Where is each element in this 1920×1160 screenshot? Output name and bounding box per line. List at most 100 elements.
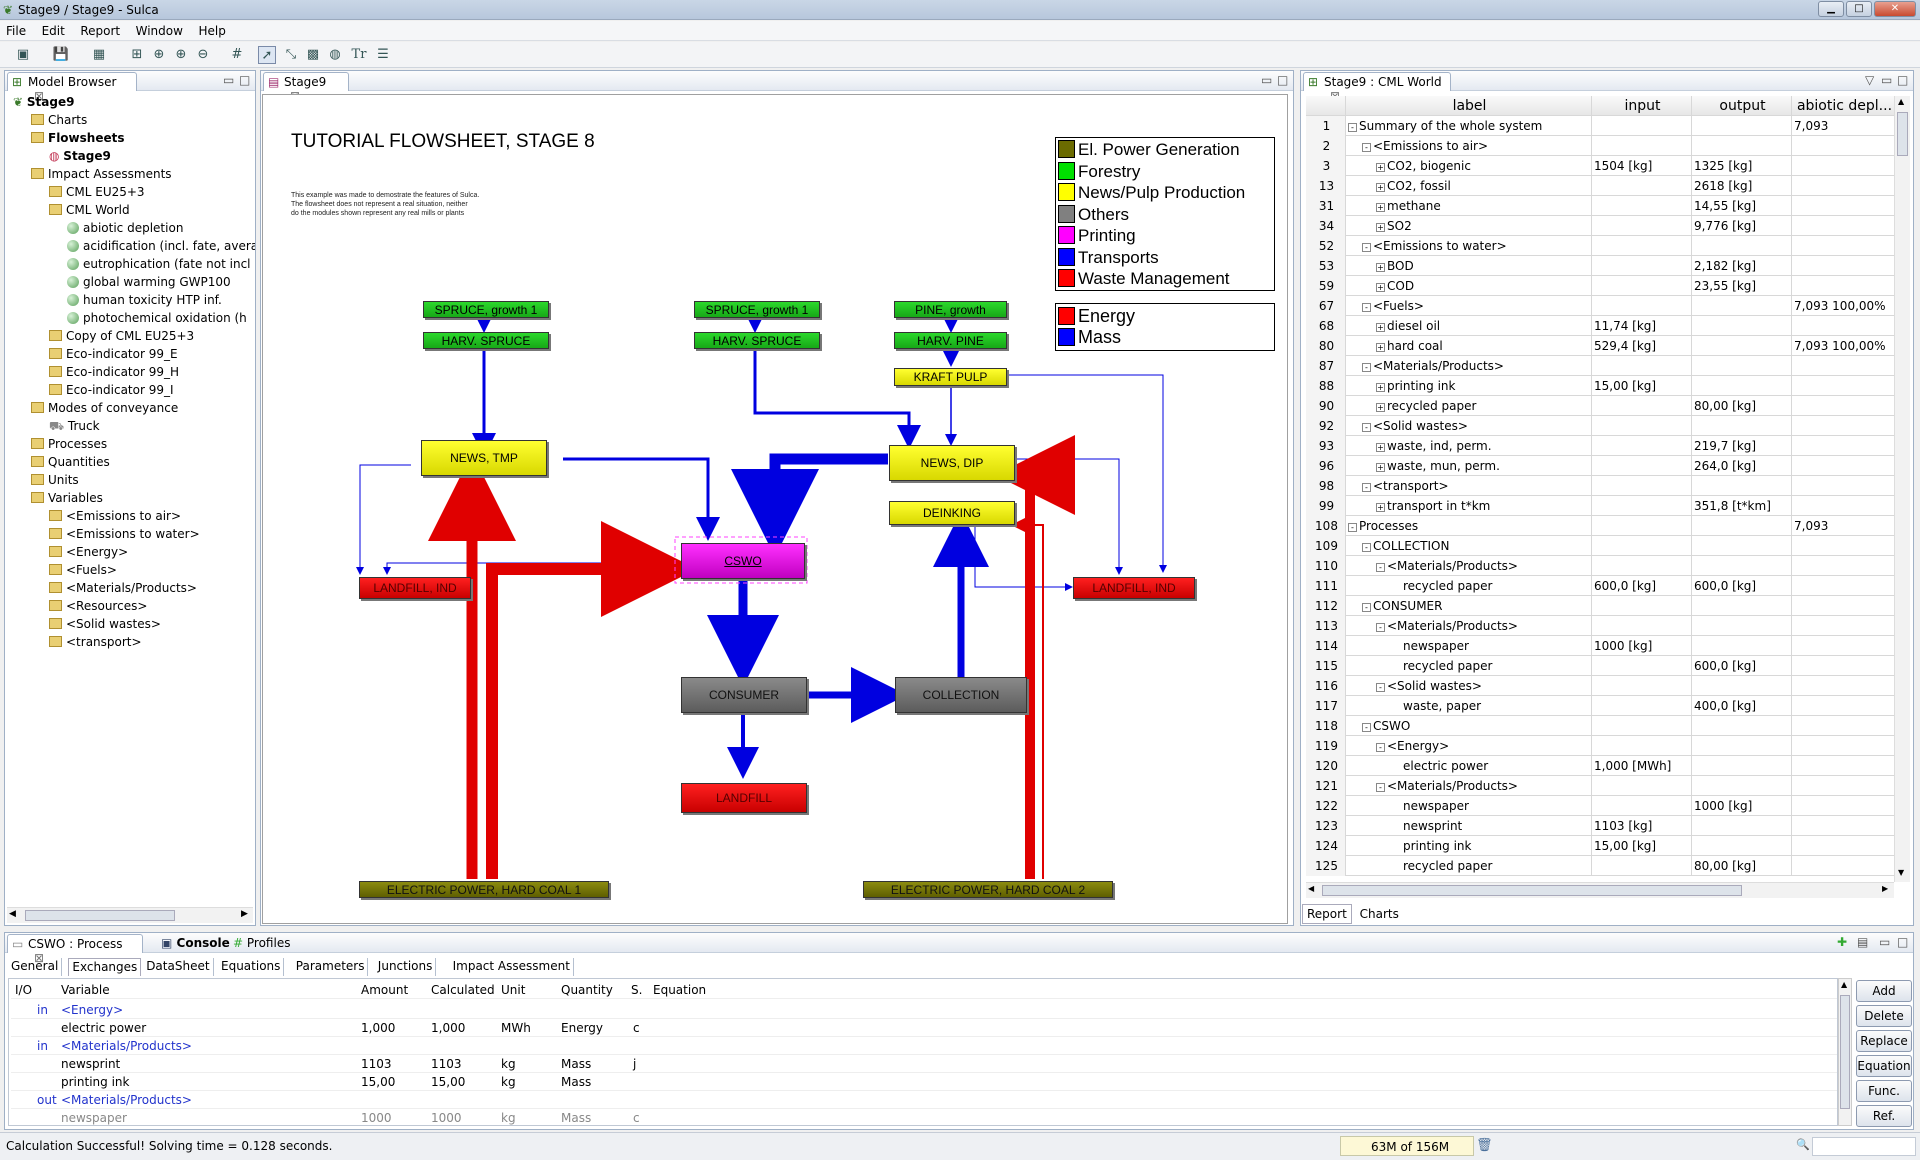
- collapse-icon[interactable]: -: [1376, 623, 1385, 632]
- exchanges-vertical-scrollbar[interactable]: ▲: [1838, 978, 1852, 1126]
- tree-item[interactable]: ◍ Stage9: [49, 147, 111, 165]
- new-icon[interactable]: ▣: [16, 47, 30, 62]
- report-row[interactable]: 116-<Solid wastes>: [1306, 676, 1896, 696]
- exchange-row[interactable]: out<Materials/Products>: [11, 1091, 1837, 1109]
- node-pine-growth[interactable]: PINE, growth: [894, 301, 1007, 318]
- subtab-general[interactable]: General: [8, 958, 63, 976]
- report-row[interactable]: 113-<Materials/Products>: [1306, 616, 1896, 636]
- tab-stage9-editor[interactable]: ▤ Stage9 ⊠: [263, 72, 349, 103]
- scroll-left-icon[interactable]: ◀: [9, 909, 16, 919]
- close-icon[interactable]: ⊠: [34, 89, 45, 103]
- expand-icon[interactable]: +: [1376, 503, 1385, 512]
- tree-item[interactable]: ⛟ Truck: [49, 417, 100, 435]
- zoom-fit-icon[interactable]: ⊕: [153, 47, 165, 62]
- search-input[interactable]: [1812, 1137, 1916, 1156]
- node-collection[interactable]: COLLECTION: [895, 677, 1027, 713]
- subtab-exchanges[interactable]: Exchanges: [68, 958, 142, 976]
- tab-model-browser[interactable]: ⊞ Model Browser ⊠: [7, 72, 137, 103]
- subtab-impact-assessment[interactable]: Impact Assessment: [450, 958, 574, 976]
- module-icon[interactable]: ◍: [329, 47, 341, 62]
- process-icon[interactable]: ▩: [306, 47, 320, 62]
- node-landfill[interactable]: LANDFILL: [681, 783, 807, 813]
- tree-item[interactable]: eutrophication (fate not incl: [67, 255, 251, 273]
- grid-icon[interactable]: #: [231, 47, 243, 62]
- flowsheet-canvas[interactable]: TUTORIAL FLOWSHEET, STAGE 8 This example…: [262, 94, 1288, 924]
- exchange-row[interactable]: in<Materials/Products>: [11, 1037, 1837, 1055]
- menu-help[interactable]: Help: [198, 24, 226, 38]
- column-header-output[interactable]: output: [1692, 96, 1792, 116]
- report-row[interactable]: 92-<Solid wastes>: [1306, 416, 1896, 436]
- tree-item[interactable]: Units: [31, 471, 79, 489]
- menu-edit[interactable]: Edit: [41, 24, 65, 38]
- exchange-row[interactable]: in<Energy>: [11, 1001, 1837, 1019]
- scroll-down-icon[interactable]: ▼: [1898, 868, 1905, 877]
- maximize-view-icon[interactable]: □: [239, 73, 251, 87]
- subtab-equations[interactable]: Equations: [218, 958, 285, 976]
- column-header-input[interactable]: input: [1592, 96, 1692, 116]
- node-landfill-ind-2[interactable]: LANDFILL, IND: [1073, 577, 1195, 599]
- collapse-icon[interactable]: -: [1362, 723, 1371, 732]
- node-harv-spruce-1[interactable]: HARV. SPRUCE: [423, 332, 549, 349]
- report-row[interactable]: 67-<Fuels>7,093 100,00%: [1306, 296, 1896, 316]
- report-row[interactable]: 121-<Materials/Products>: [1306, 776, 1896, 796]
- tree-item[interactable]: Eco-indicator 99_H: [49, 363, 179, 381]
- expand-icon[interactable]: +: [1376, 463, 1385, 472]
- report-row[interactable]: 87-<Materials/Products>: [1306, 356, 1896, 376]
- save-icon[interactable]: 💾: [52, 47, 70, 62]
- tree-item[interactable]: <transport>: [49, 633, 142, 651]
- node-electric-power-hard-coal-1[interactable]: ELECTRIC POWER, HARD COAL 1: [359, 881, 609, 898]
- add-button[interactable]: Add: [1856, 980, 1912, 1002]
- report-row[interactable]: 112-CONSUMER: [1306, 596, 1896, 616]
- node-electric-power-hard-coal-2[interactable]: ELECTRIC POWER, HARD COAL 2: [863, 881, 1113, 898]
- maximize-button[interactable]: □: [1846, 1, 1872, 17]
- tree-item[interactable]: Quantities: [31, 453, 110, 471]
- tree-item[interactable]: <Energy>: [49, 543, 128, 561]
- scroll-left-icon[interactable]: ◀: [1308, 884, 1315, 893]
- collapse-icon[interactable]: -: [1376, 563, 1385, 572]
- close-window-button[interactable]: ✕: [1874, 1, 1916, 17]
- tree-item[interactable]: global warming GWP100: [67, 273, 231, 291]
- collapse-icon[interactable]: -: [1362, 143, 1371, 152]
- tab-cml-world-report[interactable]: ⊞ Stage9 : CML World ⊠: [1303, 72, 1451, 103]
- tree-item[interactable]: Variables: [31, 489, 103, 507]
- tree-item[interactable]: acidification (incl. fate, avera: [67, 237, 255, 255]
- collapse-icon[interactable]: -: [1348, 523, 1357, 532]
- tree-item[interactable]: Charts: [31, 111, 87, 129]
- maximize-view-icon[interactable]: □: [1897, 73, 1909, 87]
- expand-icon[interactable]: +: [1376, 203, 1385, 212]
- view-menu-icon[interactable]: ▽: [1865, 73, 1875, 87]
- column-header-variable[interactable]: Variable: [61, 983, 110, 997]
- tree-item[interactable]: CML EU25+3: [49, 183, 145, 201]
- tree-item[interactable]: <Fuels>: [49, 561, 117, 579]
- menu-file[interactable]: File: [6, 24, 27, 38]
- expand-icon[interactable]: +: [1376, 183, 1385, 192]
- subtab-parameters[interactable]: Parameters: [293, 958, 369, 976]
- column-header-calculated[interactable]: Calculated: [431, 983, 495, 997]
- replace-button[interactable]: Replace: [1856, 1030, 1912, 1052]
- expand-icon[interactable]: +: [1376, 223, 1385, 232]
- collapse-icon[interactable]: -: [1362, 423, 1371, 432]
- calculator-icon[interactable]: ▦: [92, 47, 106, 62]
- connect-icon[interactable]: ⤡: [285, 47, 297, 62]
- scrollbar-thumb[interactable]: [25, 910, 175, 921]
- scroll-right-icon[interactable]: ▶: [241, 909, 248, 919]
- tree-item[interactable]: Processes: [31, 435, 107, 453]
- report-row[interactable]: 110-<Materials/Products>: [1306, 556, 1896, 576]
- report-row[interactable]: 119-<Energy>: [1306, 736, 1896, 756]
- search-icon[interactable]: 🔍: [1796, 1138, 1810, 1151]
- func-button[interactable]: Func.: [1856, 1080, 1912, 1102]
- subtab-junctions[interactable]: Junctions: [375, 958, 437, 976]
